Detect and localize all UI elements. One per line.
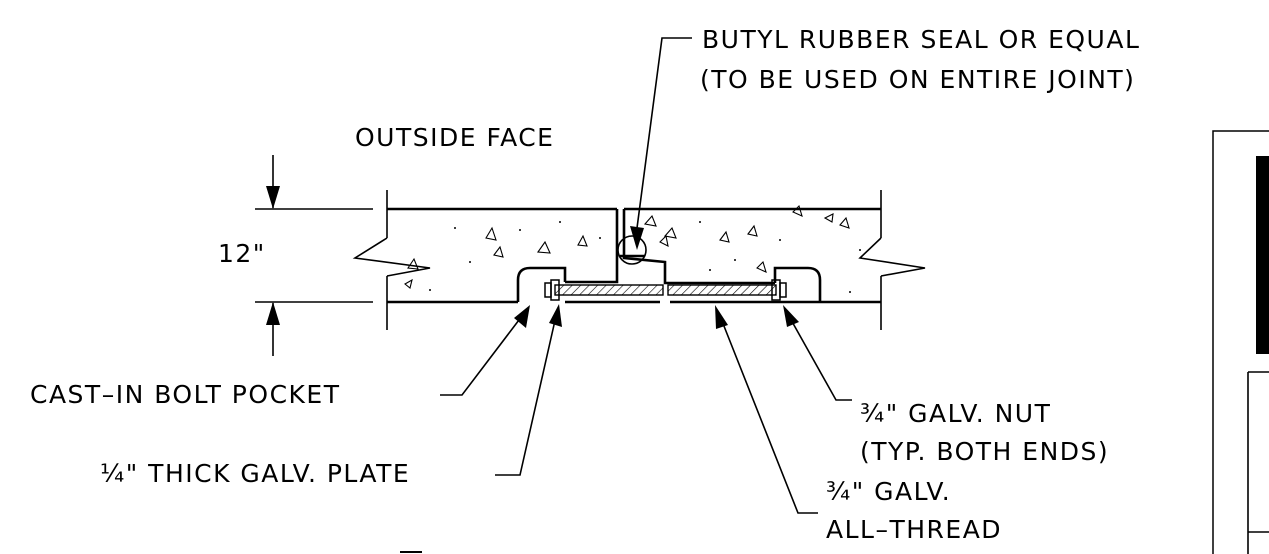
title-block-fragment: [1212, 130, 1269, 554]
thread-label-line2: ALL–THREAD: [826, 515, 1002, 544]
plate-leader: [495, 304, 562, 476]
bolt-pocket-label: CAST–IN BOLT POCKET: [30, 380, 340, 409]
nut-label-line1: ¾" GALV. NUT: [860, 399, 1051, 428]
concrete-dots: [429, 221, 861, 293]
left-nut: [544, 279, 560, 301]
plate-label: ¼" THICK GALV. PLATE: [100, 459, 410, 488]
nut-leader: [783, 305, 852, 401]
bolt-pocket-leader: [440, 305, 530, 396]
all-thread-leader: [715, 305, 818, 514]
right-nut: [771, 279, 787, 301]
seal-label-line2: (TO BE USED ON ENTIRE JOINT): [700, 65, 1135, 94]
nut-label-line2: (TYP. BOTH ENDS): [860, 437, 1109, 466]
left-concrete-panel: [352, 190, 660, 330]
seal-label-line1: BUTYL RUBBER SEAL OR EQUAL: [702, 25, 1140, 54]
thread-label-line1: ¾" GALV.: [826, 477, 951, 506]
seal-leader: [630, 37, 692, 250]
outside-face-label: OUTSIDE FACE: [355, 123, 554, 152]
right-concrete-panel: [622, 190, 926, 330]
concrete-aggregate: [404, 204, 850, 289]
butyl-seal: [617, 235, 647, 265]
galv-plate: [554, 284, 777, 296]
dimension-12in: [255, 155, 373, 356]
thickness-label: 12": [218, 239, 266, 268]
